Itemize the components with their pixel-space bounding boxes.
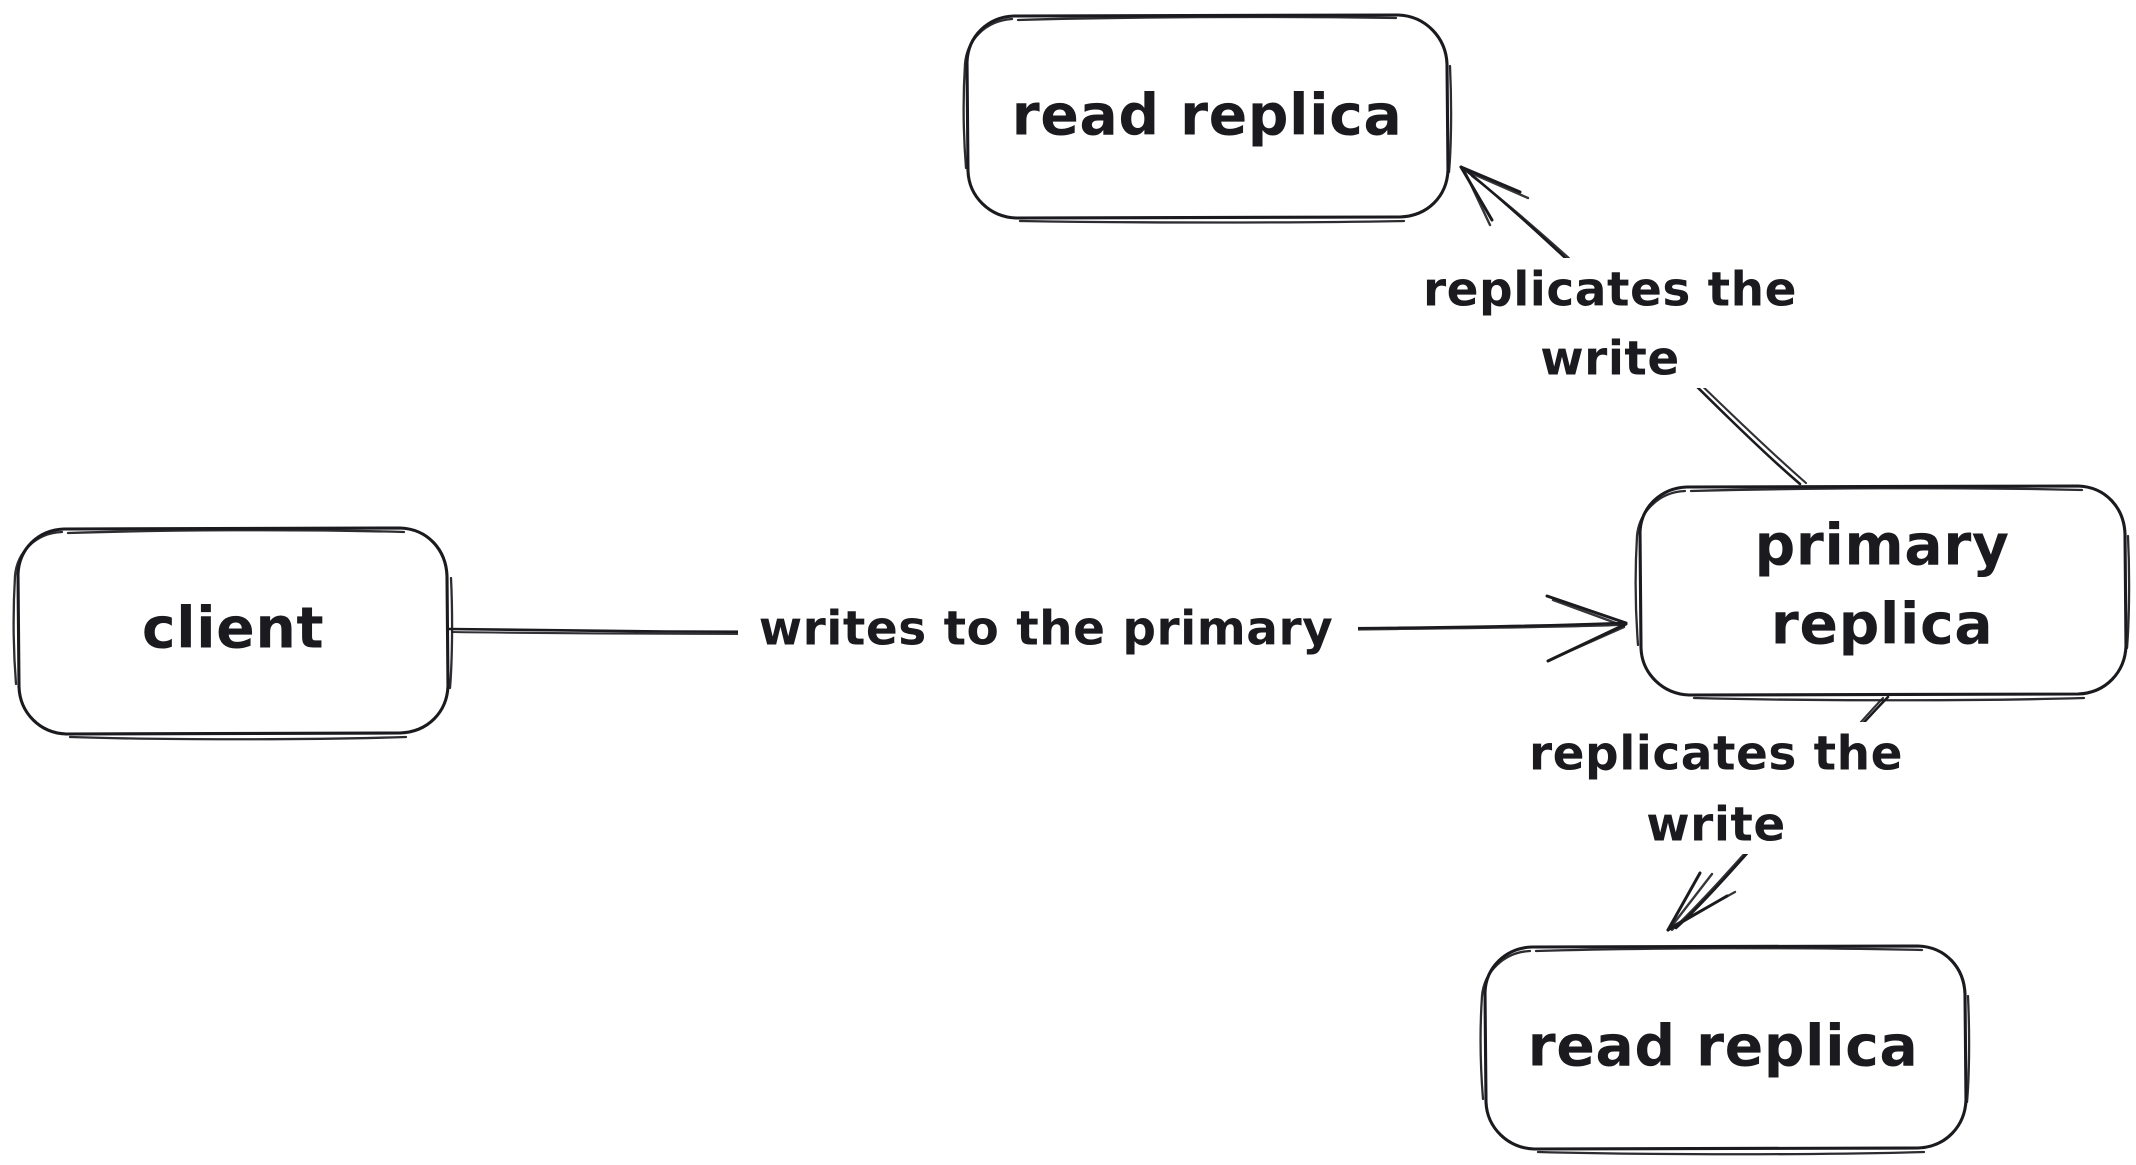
- edge-arrowhead-down-2: [1462, 168, 1492, 227]
- edge-arrowhead-right-2: [1462, 168, 1530, 200]
- edge-label-backdrop: [1508, 722, 1928, 854]
- edge-label-replicates-the: replicates the: [1529, 727, 1903, 782]
- node-background: [970, 18, 1444, 214]
- node-primary-replica[interactable]: primary replica: [1634, 484, 2131, 702]
- edge-label-write: write: [1540, 332, 1680, 387]
- node-outline: [16, 526, 450, 736]
- edge-arrowhead-right: [1459, 165, 1522, 194]
- edge-primary-to-read-replica-bottom[interactable]: replicates the write: [1508, 695, 1928, 932]
- node-outline-sketch-pass-2: [12, 529, 454, 741]
- edge-label-write: write: [1646, 798, 1786, 853]
- edge-label-backdrop: [1404, 258, 1818, 388]
- edge-arrowhead-lower-2: [1552, 625, 1626, 660]
- edge-client-to-primary[interactable]: writes to the primary: [447, 594, 1628, 668]
- edge-arrowhead-up-2: [1669, 872, 1714, 929]
- node-outline-sketch-pass-2: [962, 15, 1453, 224]
- edge-primary-to-read-replica-top[interactable]: replicates the write: [1404, 165, 1818, 486]
- edge-label-backdrop: [738, 596, 1358, 668]
- edge-arrowhead-right-2: [1669, 890, 1737, 929]
- node-client[interactable]: client: [12, 526, 454, 741]
- node-label: read replica: [1528, 1014, 1919, 1080]
- edge-label-writes-to-the-primary: writes to the primary: [759, 602, 1334, 657]
- edge-arrowhead-upper: [1545, 594, 1628, 625]
- node-background: [1644, 489, 2121, 691]
- edge-label-replicates-the: replicates the: [1423, 263, 1797, 318]
- node-outline-sketch-pass-2: [1634, 487, 2131, 702]
- node-background: [22, 531, 444, 730]
- node-label-line-2: replica: [1771, 592, 1993, 658]
- node-label: read replica: [1012, 83, 1403, 149]
- node-read-replica-bottom[interactable]: read replica: [1479, 944, 1971, 1156]
- node-label: client: [142, 596, 324, 662]
- node-read-replica-top[interactable]: read replica: [962, 13, 1453, 224]
- edge-arrowhead-upper-2: [1551, 598, 1626, 628]
- node-label-line-1: primary: [1754, 513, 2009, 579]
- edge-arrowhead-up: [1666, 871, 1702, 932]
- node-outline-sketch-pass-2: [1479, 947, 1971, 1156]
- node-background: [1489, 949, 1961, 1146]
